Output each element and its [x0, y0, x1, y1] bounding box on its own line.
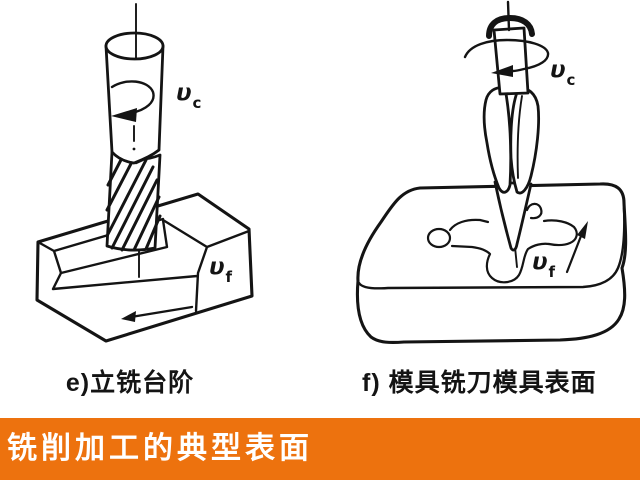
figure-e-drawing	[35, 3, 254, 343]
cavity-small-bump	[525, 202, 543, 220]
milling-diagrams-canvas	[35, 0, 628, 345]
cutter-left-lobe	[482, 86, 513, 194]
rotation-arrow-f	[463, 38, 550, 77]
mold-workpiece	[355, 182, 628, 345]
rotation-arrowhead-e	[111, 108, 137, 122]
mold-cavity-outline	[426, 202, 578, 284]
flute-inner-line	[516, 95, 523, 179]
shank-f	[492, 26, 530, 96]
cavity-left-knob	[426, 227, 452, 249]
mold-top-face-edge	[357, 206, 626, 290]
rotation-arrowhead-f	[491, 65, 513, 77]
cutting-speed-label-e: υc	[176, 80, 202, 112]
ball-nose-cutter	[463, 0, 550, 252]
feed-arrow-f	[565, 221, 588, 274]
feed-speed-label-e: υf	[209, 254, 233, 286]
rotation-arrow-e	[110, 80, 155, 122]
mold-silhouette	[355, 182, 628, 345]
shank-cap	[486, 14, 535, 39]
shank-body	[104, 44, 165, 165]
cutter-centerline-upper-e	[133, 3, 137, 142]
workpiece-silhouette	[35, 192, 254, 343]
workpiece-step-edges	[51, 218, 251, 313]
slide-title: 铣削加工的典型表面	[7, 432, 313, 465]
shank-top-ellipse	[104, 31, 165, 61]
feed-arrowhead-f	[577, 221, 588, 239]
helical-flutes	[105, 152, 162, 252]
cutter-centerline-upper-f	[506, 0, 511, 32]
figure-e-caption: e)立铣台阶	[65, 369, 195, 397]
cutter-right-lobe	[509, 87, 541, 195]
feed-arrow-e	[121, 305, 194, 322]
cutter-tip	[493, 180, 533, 252]
step-workpiece	[35, 192, 254, 343]
feed-arrowhead-e	[121, 311, 136, 322]
shank-bottom-scallops	[110, 148, 161, 165]
feed-speed-label-f: υf	[532, 249, 556, 281]
end-mill-cutter	[104, 3, 165, 252]
title-banner: 铣削加工的典型表面	[0, 418, 640, 480]
cutting-speed-label-f: υc	[550, 57, 576, 89]
figure-f-drawing	[355, 0, 628, 345]
centerline-dot-e	[132, 147, 136, 151]
figure-f-caption: f) 模具铣刀模具表面	[362, 369, 597, 397]
